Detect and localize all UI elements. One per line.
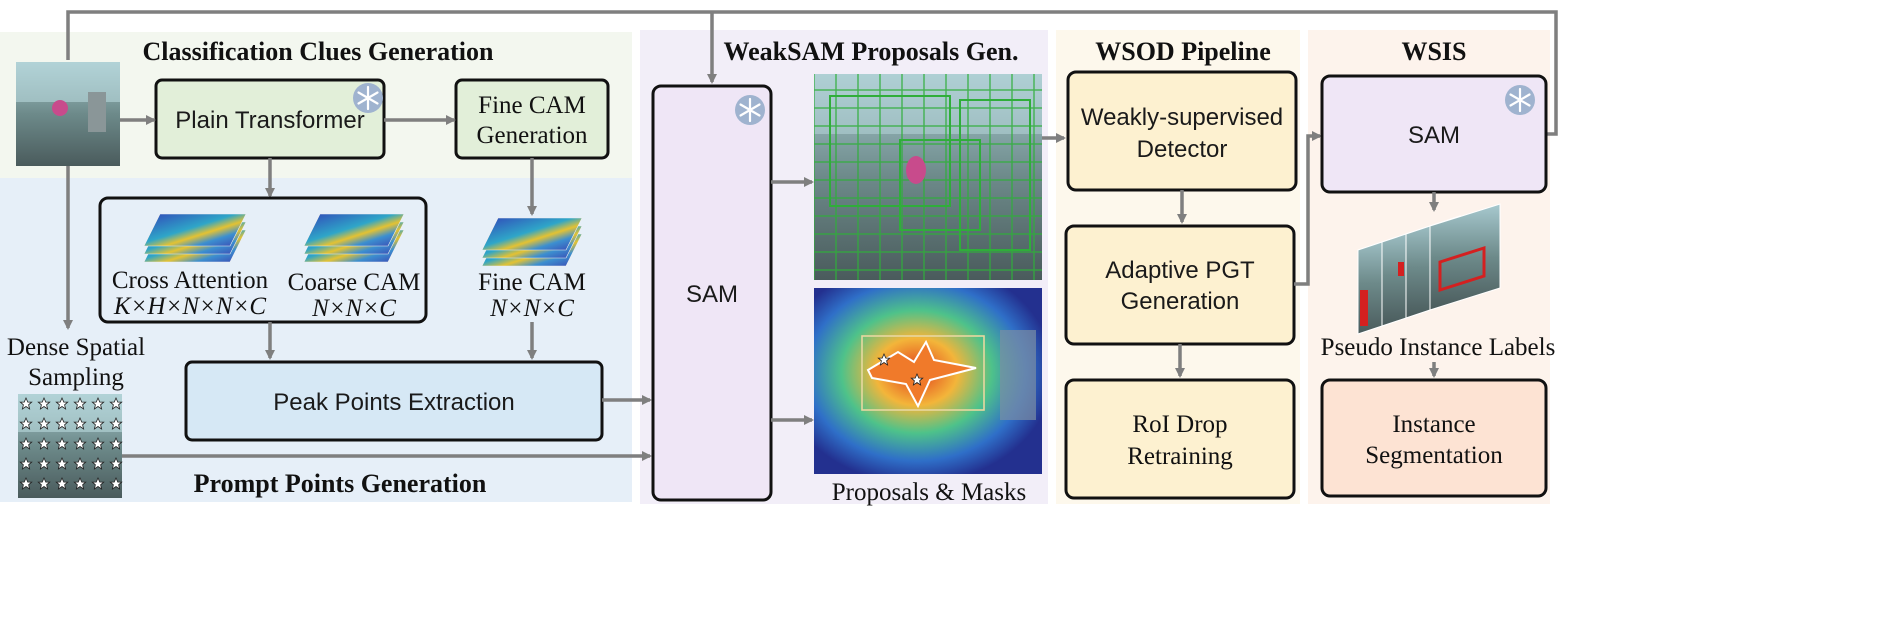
roi-label-1: RoI Drop (1132, 411, 1227, 438)
input-image (16, 62, 120, 166)
peak-points-label: Peak Points Extraction (273, 389, 514, 416)
coarse-cam-label: Coarse CAM (288, 269, 421, 296)
proposals-masks-label: Proposals & Masks (832, 479, 1026, 506)
roi-label-2: Retraining (1127, 443, 1233, 470)
cross-attention-dims: K×H×N×N×C (113, 293, 267, 320)
cross-attention-stack (143, 213, 247, 263)
dense-sampling-image (18, 394, 123, 498)
dense-sampling-label-2: Sampling (28, 364, 124, 391)
sam-main-label: SAM (686, 281, 738, 308)
snowflake-icon (351, 81, 385, 115)
prompt-title: Prompt Points Generation (194, 469, 487, 498)
classification-title: Classification Clues Generation (143, 37, 495, 66)
coarse-cam-dims: N×N×C (311, 295, 396, 322)
snowflake-icon (733, 93, 767, 127)
instance-seg-label-1: Instance (1392, 411, 1475, 438)
fine-cam-generation-label-1: Fine CAM (478, 92, 586, 119)
pgt-label-1: Adaptive PGT (1105, 257, 1255, 284)
cross-attention-label: Cross Attention (112, 267, 269, 294)
pgt-label-2: Generation (1121, 288, 1240, 315)
proposals-image (814, 74, 1042, 280)
snowflake-icon (1503, 83, 1537, 117)
dense-sampling-label-1: Dense Spatial (7, 334, 145, 361)
roi-box (1064, 378, 1296, 500)
sam-wsis-label: SAM (1408, 122, 1460, 149)
pgt-to-wsis-arrow (1294, 131, 1322, 286)
fine-cam-generation-label-2: Generation (476, 122, 588, 149)
detector-box (1066, 70, 1298, 192)
detector-label-2: Detector (1137, 136, 1228, 163)
instance-seg-box (1320, 378, 1548, 498)
instance-seg-label-2: Segmentation (1365, 442, 1503, 469)
fine-cam-label: Fine CAM (478, 269, 586, 296)
pseudo-labels-label: Pseudo Instance Labels (1321, 334, 1556, 361)
pgt-box (1064, 224, 1296, 346)
fine-cam-dims: N×N×C (489, 295, 574, 322)
wsis-title: WSIS (1401, 37, 1466, 66)
pseudo-labels-stack (1357, 203, 1501, 335)
weaksam-title: WeakSAM Proposals Gen. (724, 37, 1019, 66)
coarse-cam-stack (303, 213, 405, 263)
detector-label-1: Weakly-supervised (1081, 104, 1283, 131)
sam-main-box (651, 84, 773, 502)
fine-cam-stack (481, 217, 583, 267)
wsod-title: WSOD Pipeline (1095, 37, 1271, 66)
plain-transformer-label: Plain Transformer (175, 107, 364, 134)
masks-image (814, 288, 1042, 474)
